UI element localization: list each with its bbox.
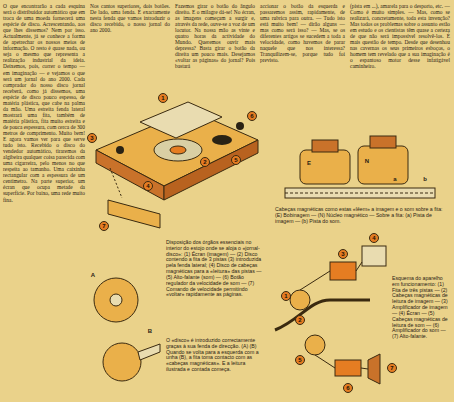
part-letter: N	[362, 158, 372, 165]
disc	[94, 278, 138, 322]
head-block	[300, 150, 350, 184]
callout-number: 3	[338, 249, 348, 259]
part-letter: b	[420, 176, 430, 183]
knob	[116, 146, 124, 154]
disc-insertion	[94, 278, 160, 381]
callout-text: 3	[90, 135, 93, 141]
caption: Disposição dos órgãos essenciais no inte…	[166, 240, 262, 298]
callout-number: 4	[369, 233, 379, 243]
part-letter: a	[390, 176, 400, 183]
callout-number: 3	[87, 133, 97, 143]
callout-number: 7	[387, 363, 397, 373]
article-text: Nos cantos superiores, dois botões. De l…	[90, 3, 170, 33]
part-letter: A	[88, 272, 98, 279]
callout-number: 5	[231, 155, 241, 165]
callout-text: 4	[146, 183, 149, 189]
callout-text: 7	[102, 223, 105, 229]
coil	[312, 140, 338, 152]
article-text: accionar o botão da esquerda e passaremo…	[260, 3, 345, 63]
callout-text: 5	[234, 157, 237, 163]
disc-hub	[170, 146, 186, 154]
amplifier	[330, 262, 356, 280]
callout-text: 2	[298, 317, 301, 323]
callout-text: 6	[250, 113, 253, 119]
tape	[275, 300, 370, 330]
article-text: O que encontrarão a cada esquina será o …	[3, 3, 85, 203]
leader-line	[110, 168, 122, 198]
wire	[300, 262, 368, 369]
callout-text: 7	[390, 365, 393, 371]
head	[290, 290, 310, 310]
callout-text: 5	[298, 357, 301, 363]
tape	[138, 344, 160, 360]
caption: Esquema do aparelho em funcionamento: (1…	[392, 276, 450, 340]
callout-number: 6	[247, 111, 257, 121]
part-letter: E	[304, 160, 314, 167]
callout-text: 4	[372, 235, 375, 241]
callout-number: 4	[143, 181, 153, 191]
disc	[103, 343, 141, 381]
screen	[362, 246, 386, 266]
article-text: (pista em ...), amarela para o desporto,…	[350, 3, 450, 70]
magnetic-heads	[285, 136, 435, 198]
callout-number: 6	[343, 383, 353, 393]
callout-text: 1	[161, 95, 164, 101]
slot-part	[108, 200, 160, 228]
screen	[140, 102, 222, 138]
part-letter: B	[145, 328, 155, 335]
head	[305, 335, 325, 355]
caption: O «disco» é introduzido correctamente gr…	[166, 338, 264, 373]
callout-text: 1	[284, 293, 287, 299]
speaker	[368, 354, 380, 384]
callout-number: 5	[295, 355, 305, 365]
amplifier	[335, 360, 361, 376]
callout-text: 2	[203, 159, 206, 165]
disc	[154, 139, 202, 161]
case-front	[164, 140, 258, 200]
callout-number: 2	[200, 157, 210, 167]
callout-number: 7	[99, 221, 109, 231]
schematic	[275, 246, 386, 384]
head-block	[358, 146, 408, 184]
callout-text: 3	[341, 251, 344, 257]
callout-number: 1	[281, 291, 291, 301]
case-side	[96, 150, 164, 200]
track	[285, 193, 435, 194]
callout-number: 1	[158, 93, 168, 103]
tape	[285, 188, 435, 198]
callout-number: 2	[295, 315, 305, 325]
disc-hub	[110, 294, 122, 306]
device-case	[96, 102, 258, 228]
coil	[370, 136, 396, 148]
caption: Cabeças magnéticas como estas «lêem» a i…	[275, 207, 447, 224]
knob	[236, 122, 244, 130]
callout-text: 6	[346, 385, 349, 391]
article-text: Fazemos girar o botão do ângulo direito.…	[175, 3, 255, 70]
speaker-grid	[212, 135, 232, 145]
